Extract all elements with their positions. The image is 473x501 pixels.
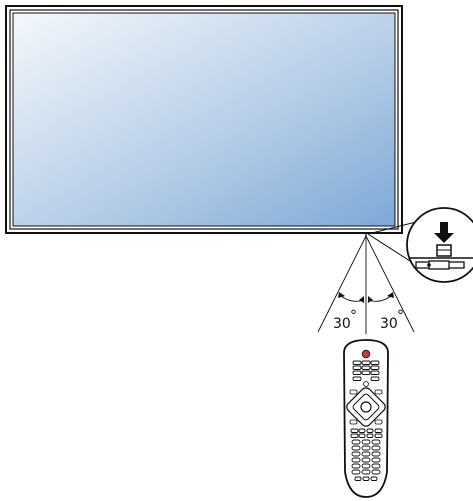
- reception-angle-cone: [317, 235, 415, 334]
- left-degree-mark: °: [350, 308, 357, 324]
- navigation-pad: [346, 387, 386, 427]
- lower-key-block: [350, 428, 383, 481]
- ir-sensor-icon: [436, 244, 452, 257]
- cone-right-line: [365, 235, 415, 333]
- power-button: [361, 349, 371, 359]
- monitor-screen: [12, 12, 396, 227]
- right-angle-label: 30: [380, 316, 398, 332]
- remote-control: [343, 339, 389, 498]
- left-angle-label: 30: [333, 316, 351, 332]
- sensor-callout: [406, 207, 473, 283]
- down-arrow-icon: [434, 222, 454, 243]
- display-monitor: [5, 5, 403, 234]
- ok-button: [360, 401, 372, 413]
- top-key-block: [352, 360, 380, 387]
- right-degree-mark: °: [397, 308, 404, 324]
- cone-left-line: [317, 235, 367, 333]
